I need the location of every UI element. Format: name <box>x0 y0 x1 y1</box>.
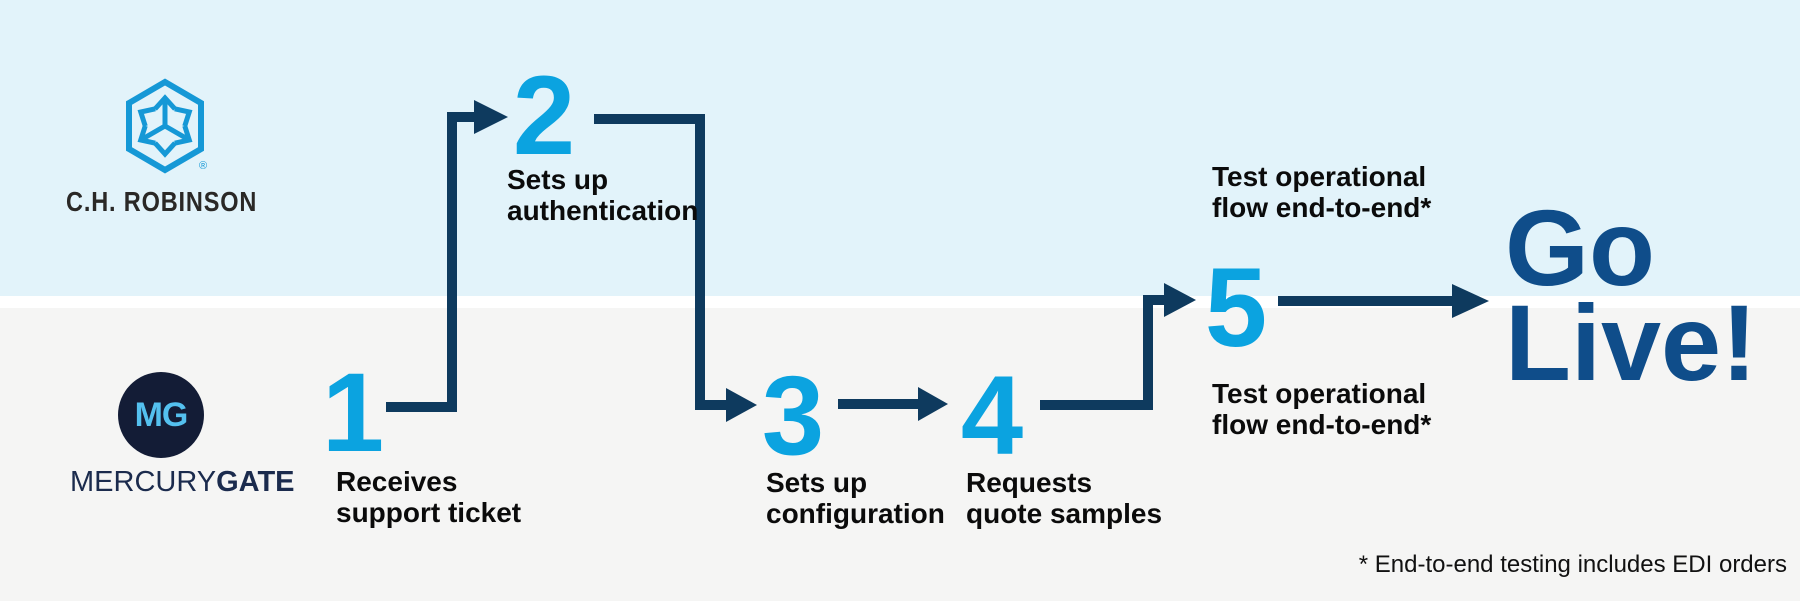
mercurygate-wordmark: MERCURYGATE <box>70 466 295 499</box>
go-live-text: Go Live! <box>1505 187 1758 403</box>
go-live-line1: Go <box>1505 187 1655 308</box>
mercurygate-wordmark-bold: GATE <box>216 466 295 498</box>
step-1-number: 1 <box>321 350 385 475</box>
mercurygate-monogram: MG <box>134 395 189 434</box>
step-2-number: 2 <box>512 53 576 178</box>
mercurygate-wordmark-regular: MERCURY <box>70 466 217 498</box>
step-3-number: 3 <box>761 353 825 478</box>
ch-robinson-hexagon-icon <box>126 78 204 174</box>
mercurygate-circle-icon: MG <box>118 372 204 458</box>
step-1-label: Receives support ticket <box>336 466 522 528</box>
step-2-label: Sets up authentication <box>507 164 699 226</box>
lane-mercurygate <box>0 308 1800 601</box>
registered-trademark-symbol: ® <box>199 160 208 172</box>
step-5-label-below: Test operational flow end-to-end* <box>1212 378 1432 440</box>
step-4-number: 4 <box>960 353 1024 478</box>
ch-robinson-wordmark: C.H. ROBINSON <box>66 186 258 217</box>
step-4-label: Requests quote samples <box>966 467 1163 529</box>
lane-ch-robinson <box>0 0 1800 296</box>
step-3-label: Sets up configuration <box>766 467 945 529</box>
footnote: * End-to-end testing includes EDI orders <box>1358 551 1787 578</box>
step-5-label-above: Test operational flow end-to-end* <box>1212 161 1432 223</box>
step-5-number: 5 <box>1204 245 1268 370</box>
go-live-line2: Live! <box>1505 282 1758 403</box>
